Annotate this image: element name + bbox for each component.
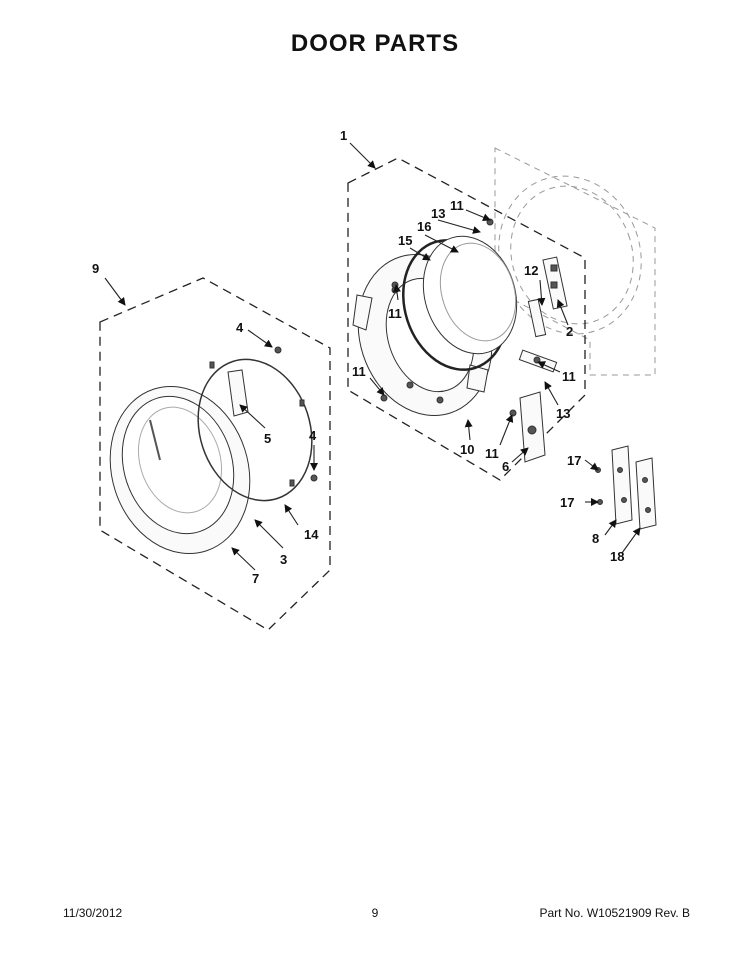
callout-4-lower: 4 [309,428,317,443]
callout-18: 18 [610,549,624,564]
callout-17-upper: 17 [567,453,581,468]
footer-page-number: 9 [371,906,379,920]
assembly-9-boundary [99,277,331,631]
callout-5: 5 [264,431,271,446]
callout-14: 14 [304,527,319,542]
callout-11-lower-left: 11 [352,364,366,379]
callout-3: 3 [280,552,287,567]
callout-6: 6 [502,459,509,474]
page-title: DOOR PARTS [290,30,460,57]
leader-lines [104,142,641,571]
callout-16: 16 [417,219,431,234]
callout-13-right: 13 [556,406,570,421]
latch-bracket [518,349,558,463]
callout-11-top: 11 [450,198,464,213]
callout-12: 12 [524,263,538,278]
callout-11-bottom: 11 [485,446,499,461]
screws-4 [274,346,318,482]
callout-11-left: 11 [388,306,402,321]
callout-7: 7 [252,571,259,586]
callout-11-right: 11 [562,369,576,384]
door-seal-and-glass [402,235,518,371]
callout-1: 1 [340,128,347,143]
callout-15: 15 [398,233,412,248]
footer-date: 11/30/2012 [63,906,123,920]
callout-9: 9 [92,261,99,276]
callout-2: 2 [566,324,573,339]
callout-4-upper: 4 [236,320,244,335]
hinge-assembly [595,445,657,530]
callout-10: 10 [460,442,474,457]
hinge-bracket-upper [527,256,568,338]
outer-door-frame [109,385,251,555]
footer-part-number: Part No. W10521909 Rev. B [539,906,690,920]
callout-17-lower: 17 [560,495,574,510]
callout-8: 8 [592,531,599,546]
callout-13-top: 13 [431,206,445,221]
